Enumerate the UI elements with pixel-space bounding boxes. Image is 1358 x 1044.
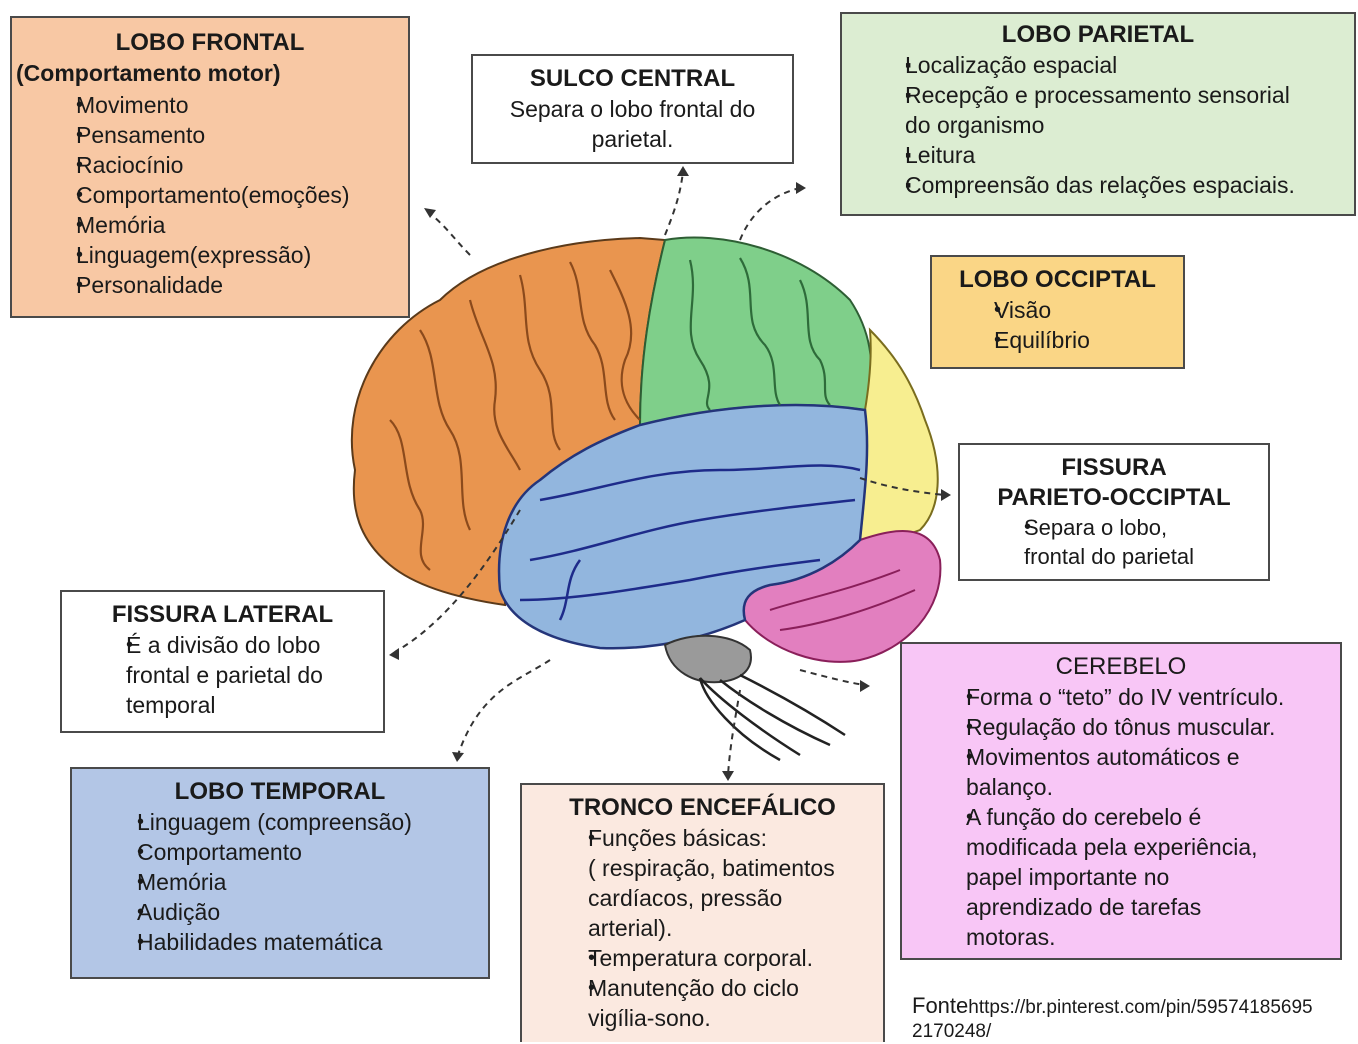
occipital-list: Visão Equilíbrio: [932, 295, 1183, 355]
tronco-title: TRONCO ENCEFÁLICO: [569, 794, 836, 821]
temporal-list: Linguagem (compreensão) Comportamento Me…: [72, 807, 488, 957]
fissura-po-title-2: PARIETO-OCCIPTAL: [997, 484, 1231, 511]
tronco-list: Funções básicas:( respiração, batimentos…: [522, 823, 883, 1033]
list-item: Comportamento(emoções): [12, 180, 408, 210]
list-item: Habilidades matemática: [72, 927, 488, 957]
list-item: Movimento: [12, 90, 408, 120]
list-item: Raciocínio: [12, 150, 408, 180]
cerebelo-title: CEREBELO: [1055, 653, 1187, 680]
list-item: Memória: [72, 867, 488, 897]
list-item: Linguagem (compreensão): [72, 807, 488, 837]
list-item: Separa o lobo,frontal do parietal: [960, 513, 1268, 571]
source-url: https://br.pinterest.com/pin/59574185695: [968, 997, 1313, 1018]
brainstem-box: TRONCO ENCEFÁLICO Funções básicas:( resp…: [520, 783, 885, 1042]
temporal-lobe: [497, 403, 869, 650]
source-label: Fonte: [912, 993, 969, 1018]
list-item: Pensamento: [12, 120, 408, 150]
sulco-title: SULCO CENTRAL: [529, 65, 736, 92]
list-item: Regulação do tônus muscular.: [902, 712, 1340, 742]
occipital-title: LOBO OCCIPTAL: [959, 266, 1156, 293]
cerebellum-box: CEREBELO Forma o “teto” do IV ventrículo…: [900, 642, 1342, 960]
list-item: Memória: [12, 210, 408, 240]
occipital-lobe: [858, 327, 939, 542]
cerebelo-list: Forma o “teto” do IV ventrículo. Regulaç…: [902, 682, 1340, 952]
occipital-lobe-box: LOBO OCCIPTAL Visão Equilíbrio: [930, 255, 1185, 369]
brainstem: [663, 634, 752, 684]
list-item: Forma o “teto” do IV ventrículo.: [902, 682, 1340, 712]
sulco-text-1: Separa o lobo frontal do: [509, 96, 756, 122]
parieto-occipital-fissure-box: FISSURA PARIETO-OCCIPTAL Separa o lobo,f…: [958, 443, 1270, 581]
fissura-po-title-1: FISSURA: [1061, 454, 1167, 481]
parietal-list: Localização espacial Recepção e processa…: [842, 50, 1354, 200]
source-credit: Fontehttps://br.pinterest.com/pin/595741…: [912, 994, 1313, 1044]
frontal-subtitle: (Comportamento motor): [16, 60, 281, 86]
list-item: Linguagem(expressão): [12, 240, 408, 270]
list-item: Personalidade: [12, 270, 408, 300]
lateral-fissure-box: FISSURA LATERAL É a divisão do lobofront…: [60, 590, 385, 733]
frontal-list: Movimento Pensamento Raciocínio Comporta…: [12, 90, 408, 300]
list-item: Visão: [932, 295, 1183, 325]
source-url-cont: 2170248/: [912, 1021, 992, 1042]
list-item: Equilíbrio: [932, 325, 1183, 355]
parietal-lobe-box: LOBO PARIETAL Localização espacial Recep…: [840, 12, 1356, 216]
list-item: Funções básicas:( respiração, batimentos…: [522, 823, 883, 943]
frontal-title: LOBO FRONTAL: [115, 29, 305, 56]
frontal-lobe-box: LOBO FRONTAL (Comportamento motor) Movim…: [10, 16, 410, 318]
temporal-title: LOBO TEMPORAL: [174, 778, 386, 805]
parietal-title: LOBO PARIETAL: [1001, 21, 1195, 48]
list-item: Temperatura corporal.: [522, 943, 883, 973]
list-item: Compreensão das relações espaciais.: [842, 170, 1354, 200]
fissura-po-list: Separa o lobo,frontal do parietal: [960, 513, 1268, 571]
sulco-text-2: parietal.: [591, 126, 674, 152]
temporal-lobe-box: LOBO TEMPORAL Linguagem (compreensão) Co…: [70, 767, 490, 979]
list-item: Leitura: [842, 140, 1354, 170]
central-sulcus-box: SULCO CENTRAL Separa o lobo frontal do p…: [471, 54, 794, 164]
list-item: Localização espacial: [842, 50, 1354, 80]
list-item: Audição: [72, 897, 488, 927]
fissura-lateral-title: FISSURA LATERAL: [111, 601, 334, 628]
list-item: Comportamento: [72, 837, 488, 867]
